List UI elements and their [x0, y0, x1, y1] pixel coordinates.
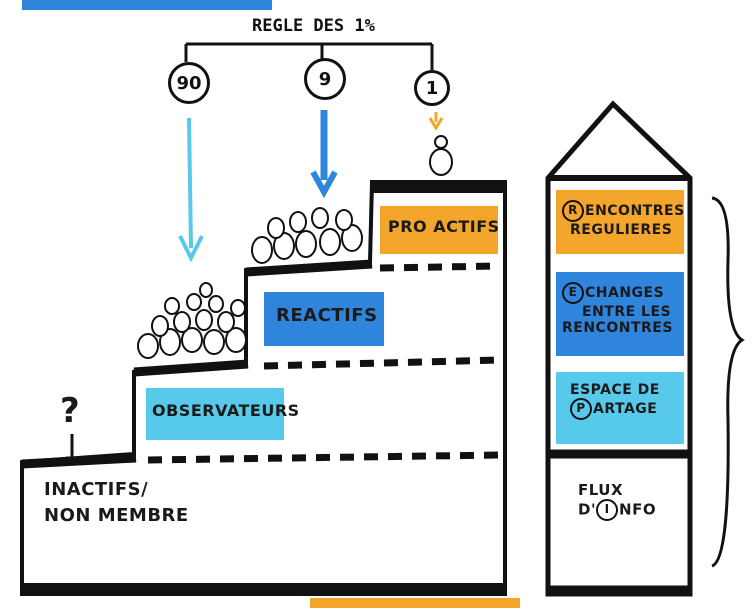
i-initial: I — [596, 499, 619, 522]
arrow-9 — [310, 110, 338, 199]
right-brace — [711, 196, 745, 568]
proactifs-box — [380, 206, 498, 254]
bottom-orange-bar — [310, 598, 520, 608]
p-initial: P — [570, 398, 592, 421]
rule-title: REGLE DES 1% — [252, 16, 375, 36]
arrow-90 — [178, 117, 204, 263]
level-1-circle: 1 — [414, 70, 450, 106]
crowd-reactifs — [251, 207, 363, 264]
house — [545, 100, 693, 597]
reactifs-label: REACTIFS — [276, 305, 378, 326]
observateurs-label: OBSERVATEURS — [152, 401, 300, 420]
dashed-lines — [147, 262, 501, 464]
crowd-observateurs — [137, 282, 247, 359]
level-90-circle: 90 — [168, 62, 210, 104]
level-9-circle: 9 — [304, 58, 346, 100]
inactifs-label-line2: NON MEMBRE — [44, 505, 189, 526]
question-post — [66, 434, 80, 460]
r-initial: R — [562, 200, 584, 222]
observateurs-box — [146, 388, 284, 440]
rule-tree — [184, 42, 434, 70]
question-mark-icon: ? — [60, 391, 81, 431]
reactifs-box — [264, 292, 384, 346]
proactifs-label: PRO ACTIFS — [388, 217, 500, 236]
inactifs-label-line1: INACTIFS/ — [44, 479, 149, 500]
e-initial: E — [562, 282, 584, 304]
top-blue-bar — [22, 0, 272, 10]
person-proactif — [429, 135, 453, 176]
arrow-1 — [428, 112, 444, 131]
